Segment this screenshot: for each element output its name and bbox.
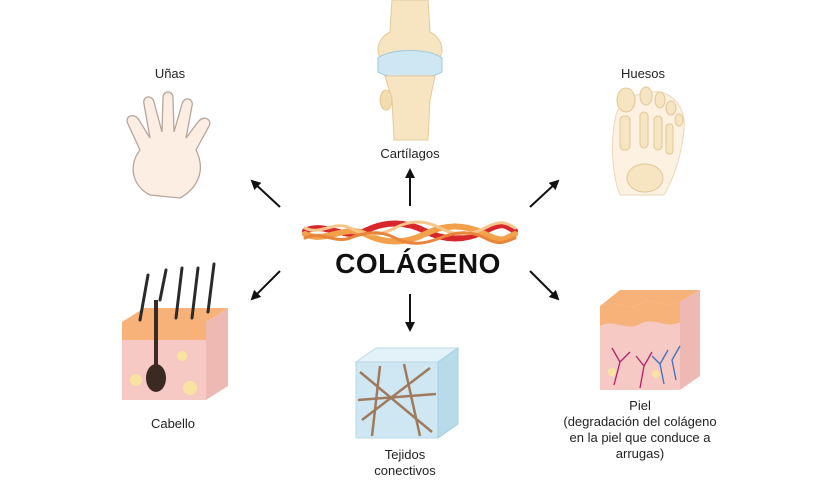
label-nails: Uñas	[154, 66, 186, 81]
label-skin: Piel (degradación del colágeno en la pie…	[550, 398, 730, 462]
arrow-to-bones	[529, 179, 560, 208]
label-hair: Cabello	[150, 416, 196, 431]
arrow-to-hair	[250, 270, 281, 301]
label-skin-line1: Piel	[629, 398, 651, 413]
label-cartilage: Cartílagos	[380, 146, 440, 161]
label-skin-line3: en la piel que conduce a	[569, 430, 711, 445]
collagen-fiber-illustration	[302, 220, 518, 245]
label-skin-line2: (degradación del colágeno	[563, 414, 717, 429]
knee-cartilage-illustration	[377, 0, 443, 141]
connective-tissue-illustration	[354, 347, 460, 439]
label-skin-line4: arrugas)	[615, 446, 665, 461]
label-bones: Huesos	[620, 66, 666, 81]
label-connective-tissue: Tejidos conectivos	[350, 447, 460, 479]
label-connective-line1: Tejidos	[384, 447, 426, 462]
arrow-to-skin	[529, 270, 560, 301]
label-connective-line2: conectivos	[374, 463, 436, 478]
diagram-title: COLÁGENO	[335, 248, 501, 279]
foot-bones-illustration	[612, 86, 685, 196]
arrow-to-nails	[250, 179, 281, 208]
skin-collagen-illustration	[600, 290, 700, 390]
hair-skin-illustration	[122, 262, 228, 400]
hand-nails-illustration	[126, 91, 211, 199]
